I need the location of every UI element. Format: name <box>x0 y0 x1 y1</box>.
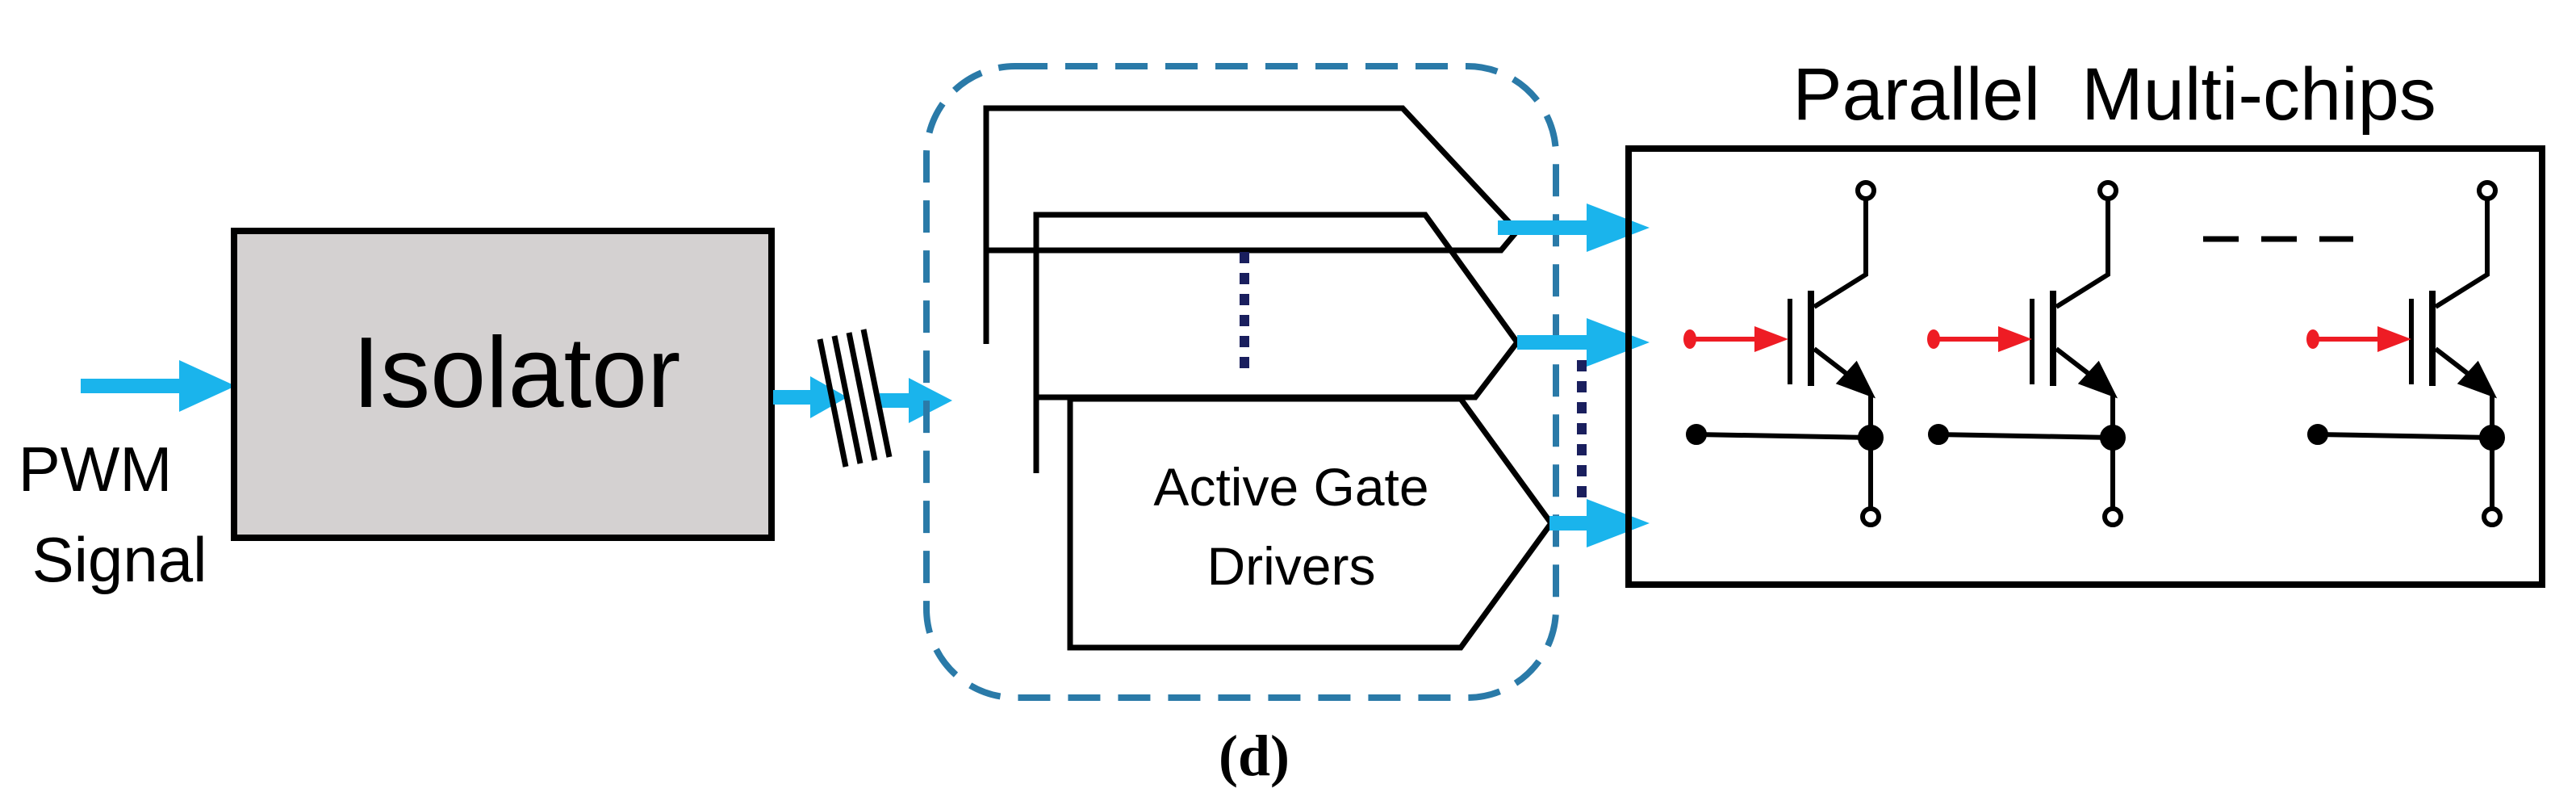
bus-slash-marks <box>817 329 893 468</box>
signal-label: Signal <box>32 524 207 595</box>
pwm-label: PWM <box>19 434 173 505</box>
driver-output-arrow-2 <box>1517 318 1650 367</box>
gate-arrow-1 <box>1683 326 1788 352</box>
isolator-label: Isolator <box>353 317 681 429</box>
driver-label-line2: Drivers <box>1207 536 1376 596</box>
driver-card-front <box>1067 396 1555 651</box>
multichip-title: Parallel Multi-chips <box>1792 53 2436 136</box>
driver-output-arrow-1 <box>1498 203 1650 252</box>
driver-card-back <box>983 105 1521 344</box>
multichip-box <box>1625 145 2545 588</box>
gate-arrow-2 <box>1927 326 2032 352</box>
driver-label-line1: Active Gate <box>1153 457 1428 517</box>
transistor-1 <box>1686 180 1884 527</box>
subfigure-label: (d) <box>1219 723 1290 788</box>
driver-group-boundary <box>923 63 1559 701</box>
driver-output-arrow-3 <box>1549 499 1650 547</box>
transistor-n <box>2307 180 2505 527</box>
isolator-block <box>231 228 775 541</box>
bus-arrow <box>773 376 952 423</box>
driver-card-middle <box>1033 212 1521 473</box>
pwm-input-arrow <box>81 360 236 412</box>
gate-arrow-n <box>2306 326 2411 352</box>
transistor-2 <box>1928 180 2126 527</box>
